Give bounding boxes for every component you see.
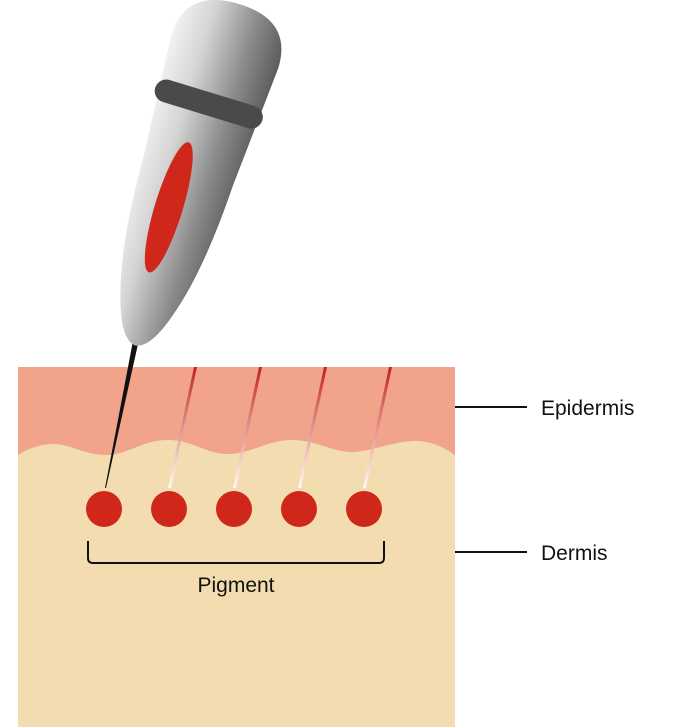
pigment-dot <box>281 491 317 527</box>
pigment-dot <box>151 491 187 527</box>
pigment-dot <box>86 491 122 527</box>
epidermis-layer <box>18 367 455 455</box>
dermis-label: Dermis <box>541 542 608 565</box>
pigment-dot <box>216 491 252 527</box>
epidermis-label: Epidermis <box>541 397 634 420</box>
pigment-label: Pigment <box>197 574 274 597</box>
tattoo-pen-icon <box>81 0 292 362</box>
pigment-dot <box>346 491 382 527</box>
